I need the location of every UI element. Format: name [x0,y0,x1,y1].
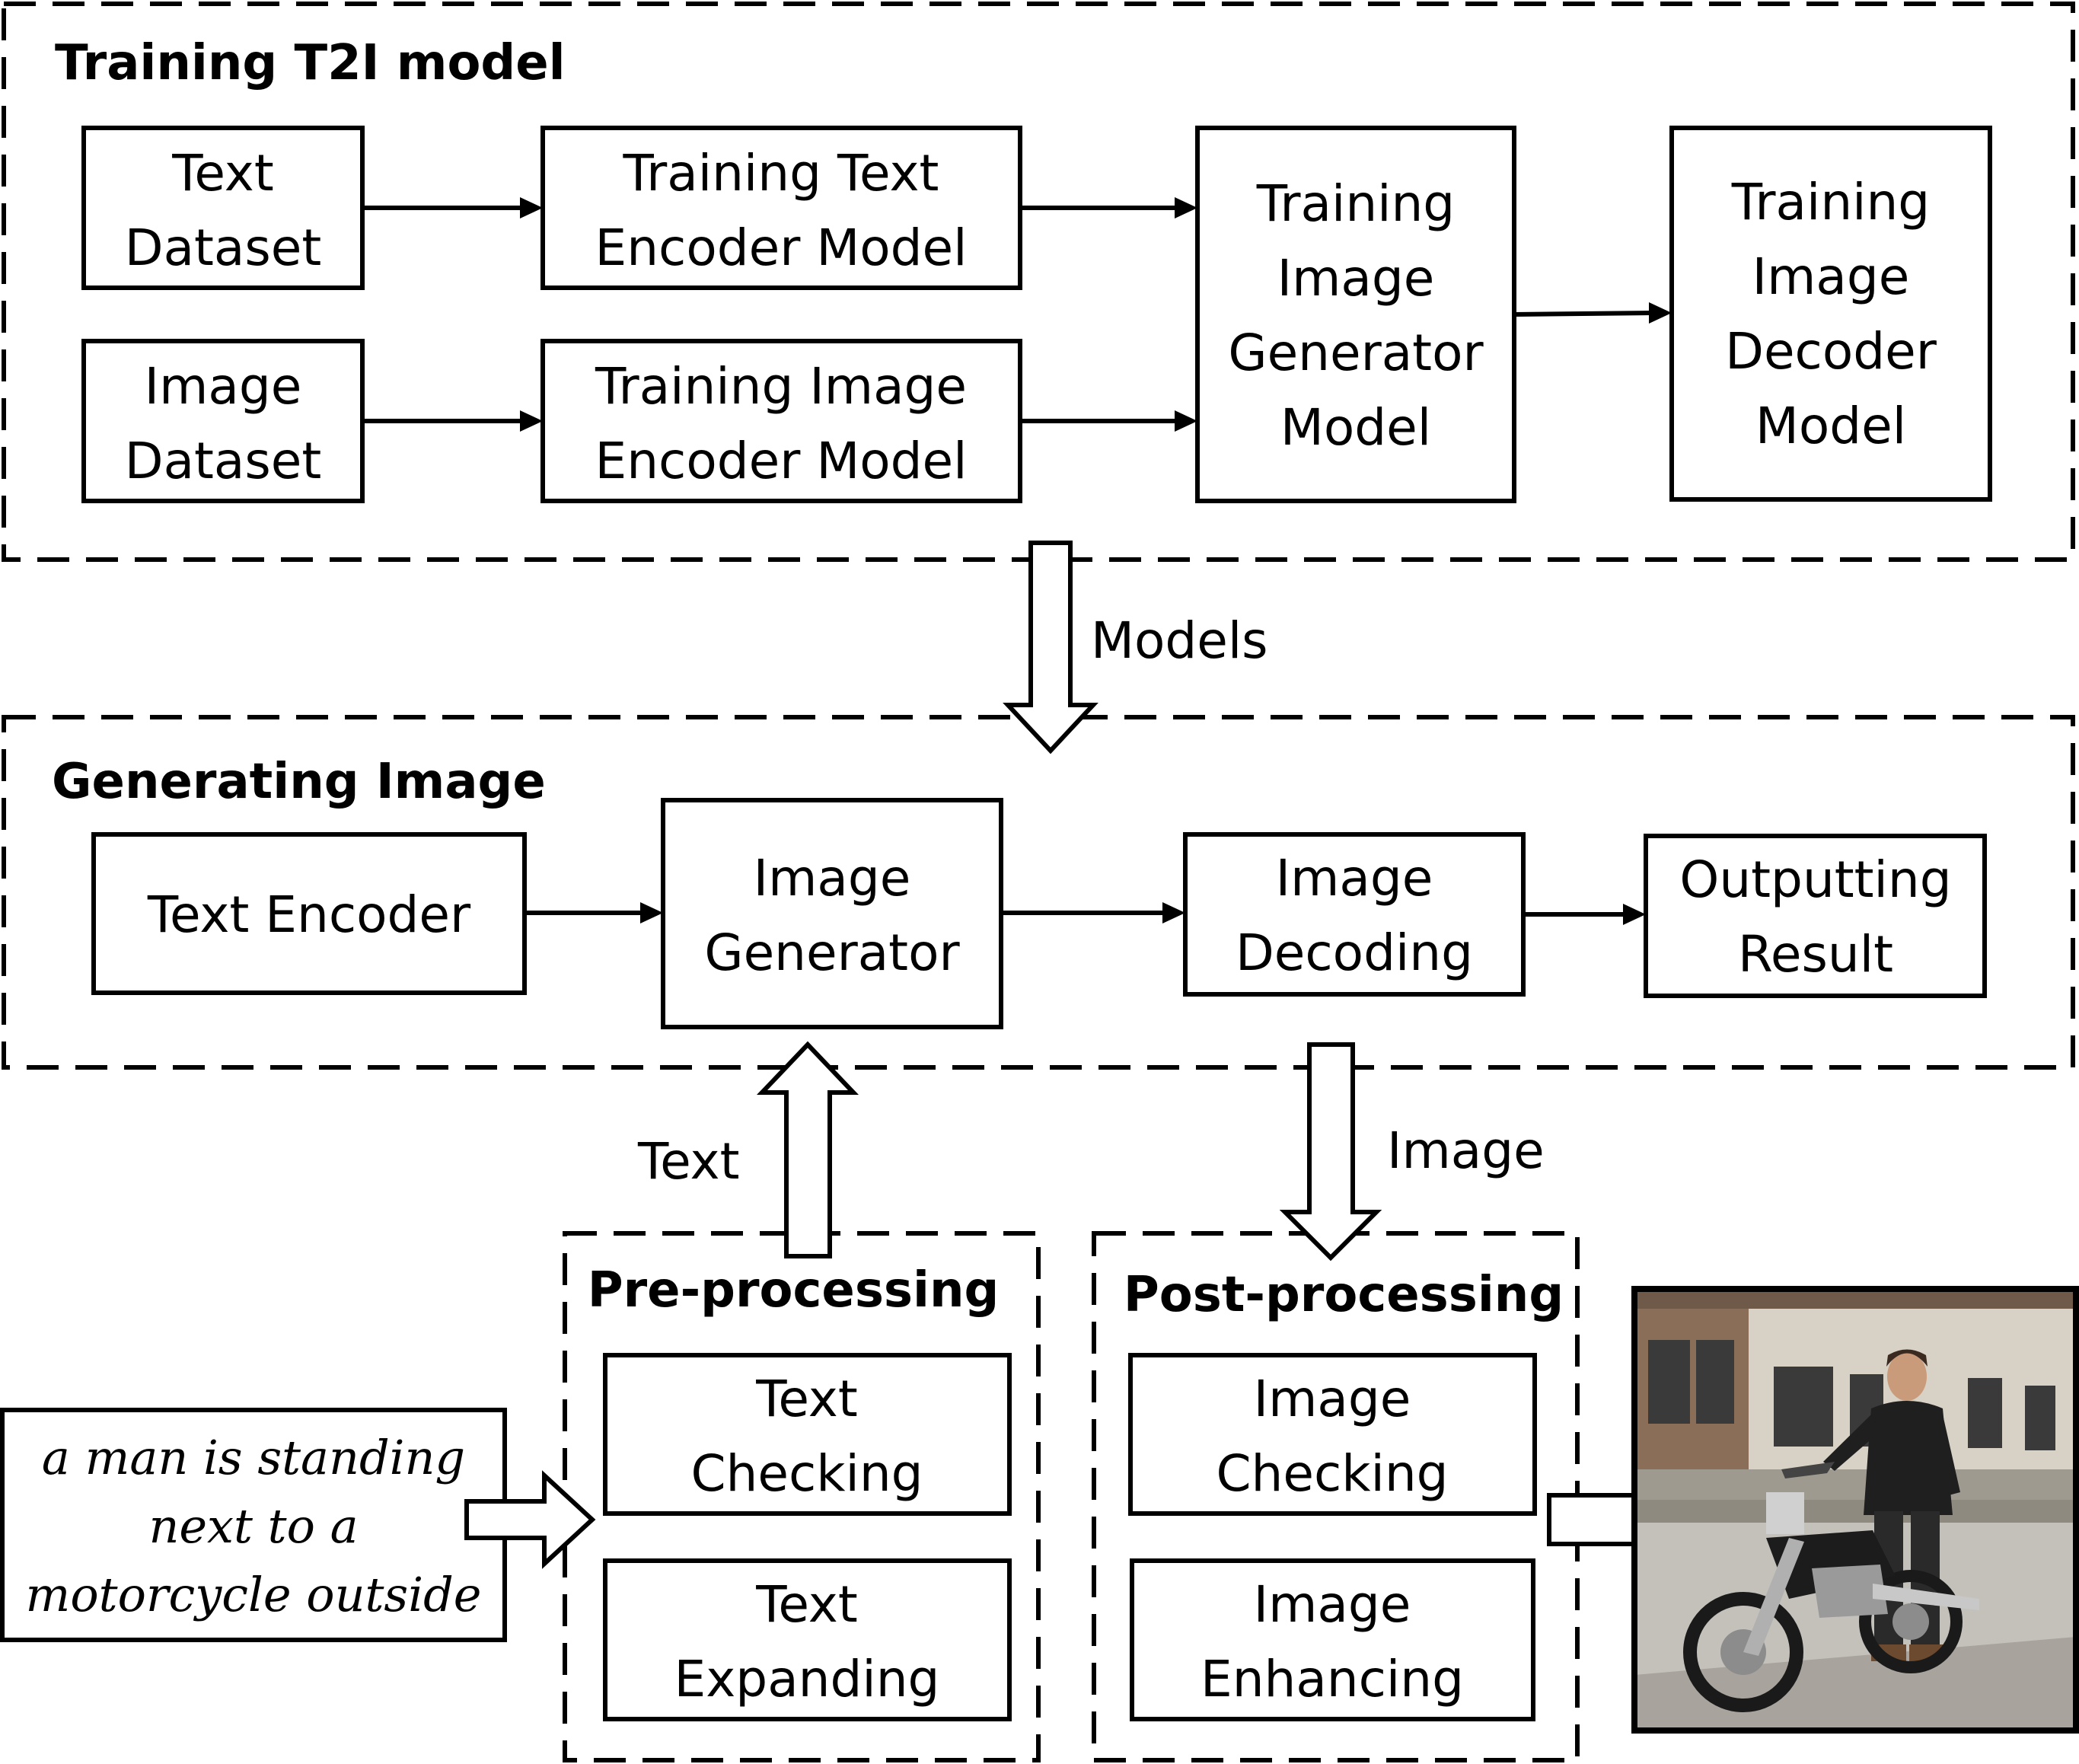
training-image-decoder-line-4: Model [1755,397,1906,455]
training-image-encoder-line-1: Training Image [595,357,967,416]
text-encoder-box: Text Encoder [91,832,527,995]
training-image-generator-line-2: Image [1277,249,1435,308]
image-dataset-box: Image Dataset [81,339,365,503]
text-flow-label: Text [637,1132,739,1191]
image-decoding-line-1: Image [1276,849,1433,908]
outputting-result-line-1: Outputting [1679,850,1951,909]
training-image-generator-line-3: Generator [1228,324,1484,382]
training-image-encoder-line-2: Encoder Model [595,432,968,490]
motorcycle [1683,1462,1979,1712]
postprocessing-section-title: Post-processing [1124,1267,1564,1323]
arrow-text-encoder-to-image-generator [525,902,663,923]
image-enhancing-box: Image Enhancing [1130,1558,1535,1721]
image-generator-box: Image Generator [661,798,1003,1029]
training-text-encoder-line-2: Encoder Model [595,219,968,277]
text-checking-line-1: Text [755,1370,857,1428]
text-hollow-arrow [757,1041,859,1258]
arrow-decoding-to-result [1523,904,1646,925]
arrow-text-encoder-to-generator [1020,197,1197,219]
text-expanding-box: Text Expanding [603,1558,1012,1721]
image-generator-line-2: Generator [704,923,960,982]
training-text-encoder-box: Training Text Encoder Model [540,126,1022,290]
training-section-title: Training T2I model [55,35,566,91]
image-enhancing-line-2: Enhancing [1201,1650,1464,1708]
outputting-result-line-2: Result [1738,925,1893,984]
image-flow-label: Image [1387,1121,1545,1180]
output-photo [1631,1286,2079,1734]
text-checking-line-2: Checking [690,1444,923,1503]
image-decoding-box: Image Decoding [1183,832,1526,997]
image-hollow-arrow [1279,1042,1382,1262]
training-image-decoder-line-2: Image [1752,247,1910,306]
prompt-box: a man is standing next to a motorcycle o… [0,1408,507,1642]
prompt-line-2: next to a [148,1498,358,1554]
generating-section-title: Generating Image [52,754,546,810]
text-expanding-line-2: Expanding [674,1650,940,1708]
image-generator-line-1: Image [754,849,911,908]
training-image-generator-line-4: Model [1280,398,1431,457]
training-image-decoder-line-1: Training [1731,173,1930,231]
text-dataset-line-1: Text [171,144,273,203]
preprocessing-section-title: Pre-processing [588,1262,1000,1319]
image-checking-line-1: Image [1254,1370,1411,1428]
image-checking-box: Image Checking [1128,1353,1537,1516]
arrow-text-dataset-to-text-encoder [362,197,543,219]
text-expanding-line-1: Text [755,1575,857,1634]
image-dataset-line-2: Dataset [125,432,321,490]
text-dataset-line-2: Dataset [125,219,321,277]
training-image-encoder-box: Training Image Encoder Model [540,339,1022,503]
prompt-to-preprocessing-hollow-arrow [464,1470,596,1569]
arrow-image-dataset-to-image-encoder [362,410,543,432]
training-image-generator-box: Training Image Generator Model [1195,126,1516,503]
image-checking-line-2: Checking [1216,1444,1448,1503]
image-enhancing-line-1: Image [1254,1575,1411,1634]
building-windows [1648,1340,2055,1450]
text-dataset-box: Text Dataset [81,126,365,290]
models-hollow-arrow [1003,541,1098,754]
training-image-decoder-line-3: Decoder [1725,322,1937,381]
prompt-line-3: motorcycle outside [26,1567,482,1622]
models-flow-label: Models [1091,611,1268,670]
image-dataset-line-1: Image [145,357,302,416]
arrow-image-encoder-to-generator [1020,410,1197,432]
training-image-generator-line-1: Training [1256,174,1455,233]
training-text-encoder-line-1: Training Text [623,144,939,203]
text-encoder-line-1: Text Encoder [147,885,471,944]
arrow-generator-to-decoder [1513,302,1672,324]
prompt-line-1: a man is standing [42,1430,465,1485]
outputting-result-box: Outputting Result [1644,834,1987,998]
image-decoding-line-2: Decoding [1236,923,1473,982]
training-image-decoder-box: Training Image Decoder Model [1669,126,1992,502]
arrow-image-generator-to-decoding [1001,902,1185,923]
text-checking-box: Text Checking [603,1353,1012,1516]
